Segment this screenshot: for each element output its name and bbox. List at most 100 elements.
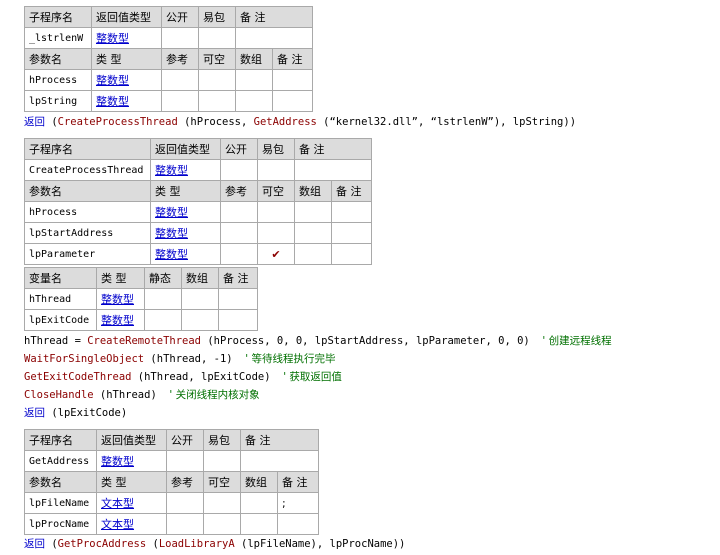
type-link[interactable]: 整数型 [96,32,129,45]
nullable-cell[interactable] [257,201,295,223]
array-cell[interactable] [294,222,332,244]
header-param-name: 参数名 [24,180,151,202]
note-cell[interactable] [331,243,372,265]
type-link[interactable]: 整数型 [155,164,188,177]
type-link[interactable]: 整数型 [96,95,129,108]
array-cell[interactable] [181,288,219,310]
nullable-cell[interactable] [198,90,236,112]
note-cell[interactable] [240,450,319,472]
nullable-cell[interactable] [203,513,241,535]
code-line-wait[interactable]: WaitForSingleObject (hThread, -1) ' 等待线程… [24,352,336,367]
array-cell[interactable] [240,492,278,514]
var-type[interactable]: 整数型 [96,309,145,331]
ref-cell[interactable] [220,243,258,265]
param-type[interactable]: 整数型 [150,222,221,244]
note-cell[interactable] [294,159,372,181]
type-link[interactable]: 整数型 [155,248,188,261]
code-line-create-remote-thread[interactable]: hThread = CreateRemoteThread (hProcess, … [24,334,612,349]
note-cell[interactable] [272,90,313,112]
header-note: 备 注 [218,267,258,289]
type-link[interactable]: 整数型 [101,293,134,306]
param-table-get-address: 参数名 类 型 参考 可空 数组 备 注 lpFileName 文本型 ; lp… [24,471,319,535]
code-text: ( [146,538,159,550]
note-cell[interactable] [218,288,258,310]
return-type[interactable]: 整数型 [96,450,167,472]
array-cell[interactable] [294,243,332,265]
sub-table-lstrlenw: 子程序名 返回值类型 公开 易包 备 注 _lstrlenW 整数型 [24,6,313,49]
var-type[interactable]: 整数型 [96,288,145,310]
public-cell[interactable] [161,27,199,49]
param-name[interactable]: lpStartAddress [24,222,151,244]
return-type[interactable]: 整数型 [91,27,162,49]
array-cell[interactable] [294,201,332,223]
sub-name[interactable]: _lstrlenW [24,27,92,49]
easy-pkg-cell[interactable] [257,159,295,181]
array-cell[interactable] [240,513,278,535]
param-name[interactable]: hProcess [24,201,151,223]
ref-cell[interactable] [166,492,204,514]
header-note: 备 注 [272,48,313,70]
code-text: (“kernel32.dll”, “lstrlenW”), lpString)) [316,116,577,128]
nullable-cell[interactable]: ✔ [257,243,295,265]
var-name[interactable]: hThread [24,288,97,310]
param-type[interactable]: 文本型 [96,492,167,514]
note-cell[interactable] [277,513,319,535]
ref-cell[interactable] [161,69,199,91]
param-name[interactable]: lpProcName [24,513,97,535]
header-easy-pkg: 易包 [203,429,241,451]
ref-cell[interactable] [220,222,258,244]
code-comment: ' 创建远程线程 [542,335,612,347]
nullable-cell[interactable] [203,492,241,514]
static-cell[interactable] [144,309,182,331]
note-cell[interactable] [272,69,313,91]
type-link[interactable]: 整数型 [155,206,188,219]
param-name[interactable]: lpString [24,90,92,112]
note-cell[interactable] [235,27,313,49]
param-name[interactable]: lpFileName [24,492,97,514]
return-line-get-address[interactable]: 返回 (GetProcAddress (LoadLibraryA (lpFile… [24,537,405,552]
array-cell[interactable] [181,309,219,331]
var-name[interactable]: lpExitCode [24,309,97,331]
code-line-return[interactable]: 返回 (lpExitCode) [24,406,127,421]
ref-cell[interactable] [161,90,199,112]
array-cell[interactable] [235,90,273,112]
return-keyword: 返回 [24,538,45,550]
note-cell[interactable] [331,201,372,223]
type-link[interactable]: 整数型 [101,314,134,327]
param-name[interactable]: hProcess [24,69,92,91]
code-line-close-handle[interactable]: CloseHandle (hThread) ' 关闭线程内核对象 [24,388,260,403]
ref-cell[interactable] [220,201,258,223]
code-line-exit-code[interactable]: GetExitCodeThread (hThread, lpExitCode) … [24,370,342,385]
sub-name[interactable]: GetAddress [24,450,97,472]
easy-pkg-cell[interactable] [203,450,241,472]
nullable-cell[interactable] [257,222,295,244]
static-cell[interactable] [144,288,182,310]
type-link[interactable]: 整数型 [155,227,188,240]
note-cell[interactable] [331,222,372,244]
public-cell[interactable] [220,159,258,181]
array-cell[interactable] [235,69,273,91]
note-cell[interactable] [218,309,258,331]
param-type[interactable]: 整数型 [91,69,162,91]
param-type[interactable]: 文本型 [96,513,167,535]
type-link[interactable]: 整数型 [101,455,134,468]
code-text: ( [45,116,58,128]
nullable-cell[interactable] [198,69,236,91]
param-type[interactable]: 整数型 [91,90,162,112]
sub-name[interactable]: CreateProcessThread [24,159,151,181]
call-get-address: GetAddress [253,116,317,128]
type-link[interactable]: 整数型 [96,74,129,87]
return-line-1[interactable]: 返回 (CreateProcessThread (hProcess, GetAd… [24,115,576,130]
ref-cell[interactable] [166,513,204,535]
type-link[interactable]: 文本型 [101,497,134,510]
param-type[interactable]: 整数型 [150,201,221,223]
return-type[interactable]: 整数型 [150,159,221,181]
param-name[interactable]: lpParameter [24,243,151,265]
easy-pkg-cell[interactable] [198,27,236,49]
param-type[interactable]: 整数型 [150,243,221,265]
public-cell[interactable] [166,450,204,472]
header-array: 数组 [181,267,219,289]
header-public: 公开 [166,429,204,451]
type-link[interactable]: 文本型 [101,518,134,531]
note-cell[interactable]: ; [277,492,319,514]
